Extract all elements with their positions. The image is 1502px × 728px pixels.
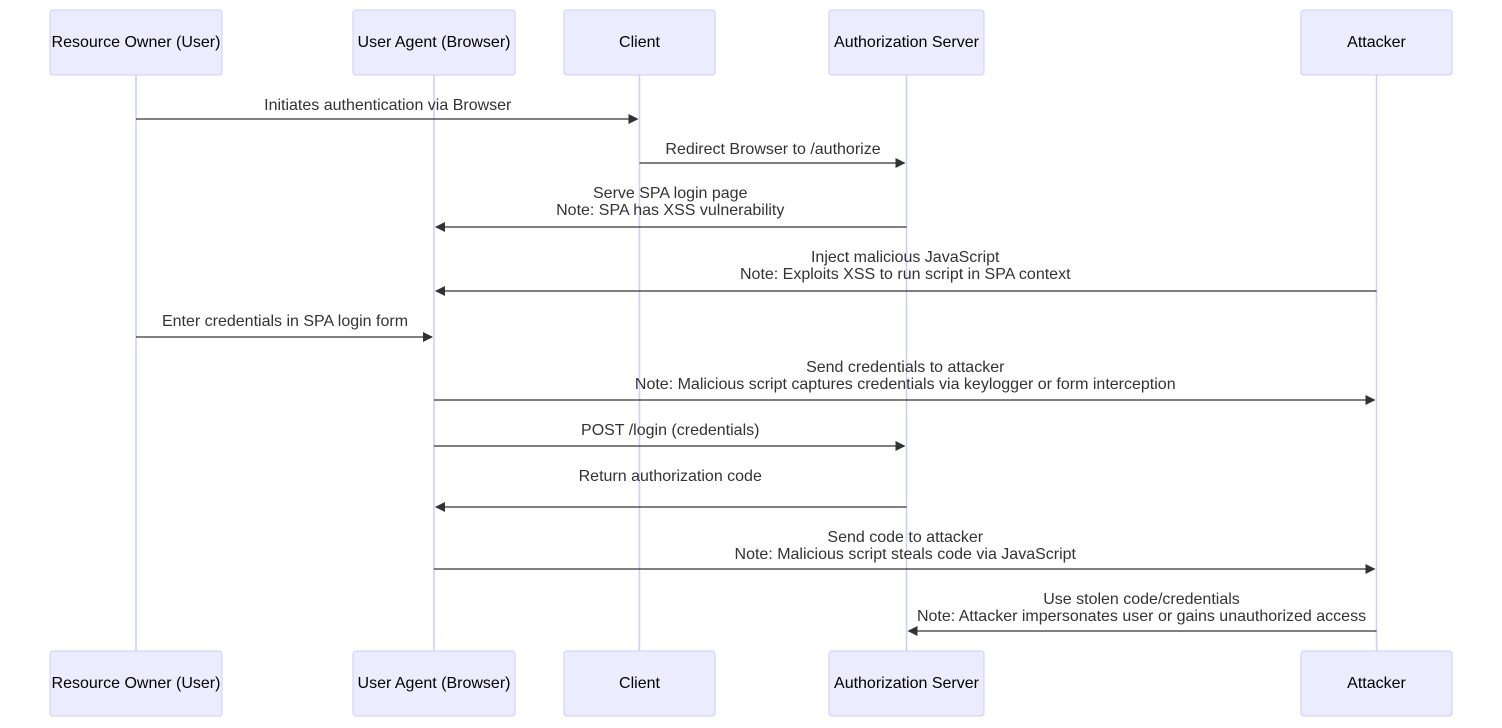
- message-label: Inject malicious JavaScript: [811, 249, 1000, 266]
- actor-label: Client: [619, 34, 660, 51]
- actor-attacker-top: Attacker: [1300, 9, 1453, 76]
- actor-user-bottom: Resource Owner (User): [49, 650, 223, 717]
- actor-box: [49, 650, 223, 717]
- actor-client-bottom: Client: [563, 650, 716, 717]
- actor-label: Attacker: [1347, 675, 1406, 692]
- message-7: POST /login (credentials): [434, 422, 906, 451]
- message-note: Note: Malicious script captures credenti…: [635, 376, 1176, 393]
- actor-attacker-bottom: Attacker: [1300, 650, 1453, 717]
- message-label: Initiates authentication via Browser: [264, 97, 512, 114]
- message-label: Enter credentials in SPA login form: [162, 313, 408, 330]
- actor-label: Authorization Server: [834, 34, 980, 51]
- actor-browser-bottom: User Agent (Browser): [352, 650, 516, 717]
- actor-authserver-bottom: Authorization Server: [828, 650, 985, 717]
- actor-box: [352, 650, 516, 717]
- actor-label: Authorization Server: [834, 675, 980, 692]
- actor-label: User Agent (Browser): [358, 675, 511, 692]
- actor-box: [828, 650, 985, 717]
- actor-label: Client: [619, 675, 660, 692]
- actor-label: Attacker: [1347, 34, 1406, 51]
- message-note: Note: SPA has XSS vulnerability: [556, 202, 784, 219]
- actor-client-top: Client: [563, 9, 716, 76]
- actor-box: [49, 9, 223, 76]
- actor-label: Resource Owner (User): [52, 675, 221, 692]
- message-5: Enter credentials in SPA login form: [136, 313, 433, 342]
- actor-label: User Agent (Browser): [358, 34, 511, 51]
- actor-box: [1300, 650, 1453, 717]
- actor-box: [352, 9, 516, 76]
- message-label: Redirect Browser to /authorize: [665, 141, 880, 158]
- message-label: Send credentials to attacker: [806, 359, 1005, 376]
- message-label: Use stolen code/credentials: [1043, 591, 1240, 608]
- message-8: Return authorization code: [435, 468, 907, 512]
- actor-user-top: Resource Owner (User): [49, 9, 223, 76]
- message-note: Note: Malicious script steals code via J…: [735, 546, 1077, 563]
- actor-box: [563, 9, 716, 76]
- message-label: Return authorization code: [579, 468, 762, 485]
- message-note: Note: Exploits XSS to run script in SPA …: [740, 266, 1071, 283]
- message-1: Initiates authentication via Browser: [136, 97, 639, 124]
- actor-box: [1300, 9, 1453, 76]
- actor-label: Resource Owner (User): [52, 34, 221, 51]
- actor-authserver-top: Authorization Server: [828, 9, 985, 76]
- message-label: Serve SPA login page: [593, 185, 748, 202]
- message-note: Note: Attacker impersonates user or gain…: [917, 608, 1366, 625]
- message-label: POST /login (credentials): [581, 422, 759, 439]
- actor-browser-top: User Agent (Browser): [352, 9, 516, 76]
- message-2: Redirect Browser to /authorize: [639, 141, 906, 168]
- message-label: Send code to attacker: [827, 529, 983, 546]
- actor-box: [563, 650, 716, 717]
- actor-box: [828, 9, 985, 76]
